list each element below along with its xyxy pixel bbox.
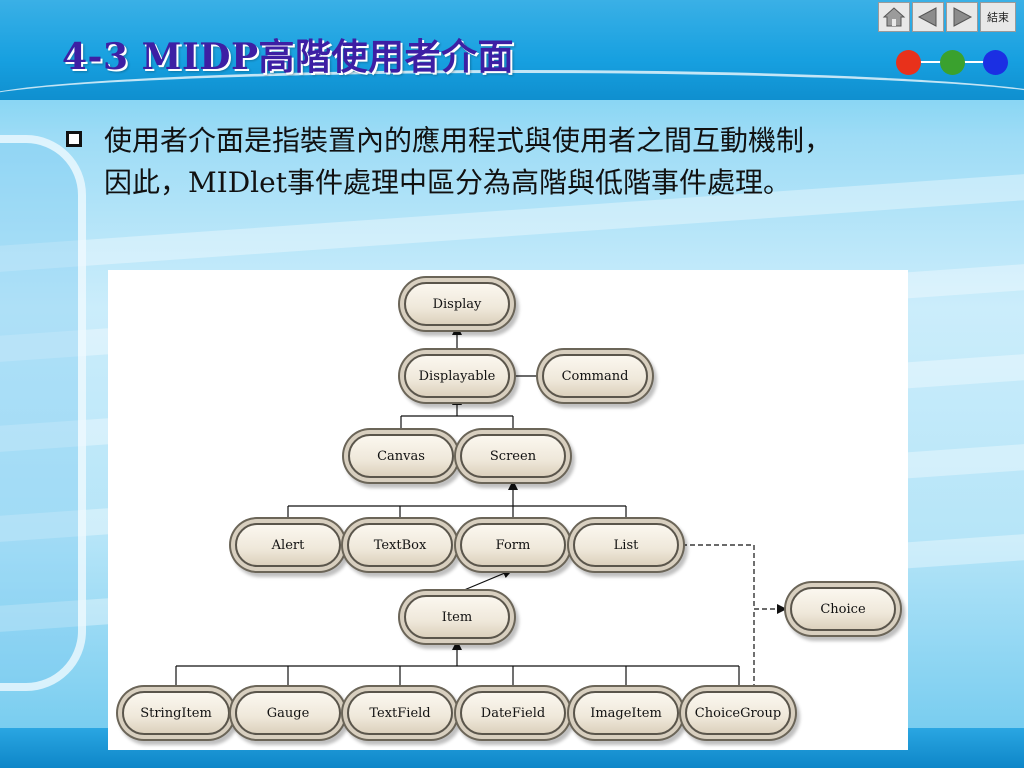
node-textbox: TextBox <box>347 523 453 567</box>
node-datefield: DateField <box>460 691 566 735</box>
node-gauge: Gauge <box>235 691 341 735</box>
title-bar-curve <box>0 70 1024 133</box>
node-command: Command <box>542 354 648 398</box>
dashed-connector-list <box>682 544 755 609</box>
bullet-text: 使用者介面是指裝置內的應用程式與使用者之間互動機制， 因此，MIDlet事件處理… <box>104 120 1004 204</box>
class-hierarchy-diagram: Display Displayable Command Canvas Scree… <box>108 270 908 750</box>
next-button[interactable] <box>946 2 978 32</box>
end-button[interactable]: 結束 <box>980 2 1016 32</box>
node-list: List <box>573 523 679 567</box>
node-item: Item <box>404 595 510 639</box>
node-textfield: TextField <box>347 691 453 735</box>
home-button[interactable] <box>878 2 910 32</box>
left-decorative-arc <box>0 135 86 691</box>
square-bullet-icon <box>66 131 82 147</box>
node-screen: Screen <box>460 434 566 478</box>
node-form: Form <box>460 523 566 567</box>
node-displayable: Displayable <box>404 354 510 398</box>
bullet-line-1: 使用者介面是指裝置內的應用程式與使用者之間互動機制， <box>104 124 833 157</box>
navigation-buttons: 結束 <box>878 2 1016 32</box>
blue-dot <box>983 50 1008 75</box>
node-stringitem: StringItem <box>122 691 230 735</box>
slide-title: 4-3 MIDP高階使用者介面 <box>62 36 515 78</box>
triangle-left-icon <box>917 7 937 27</box>
node-choice: Choice <box>790 587 896 631</box>
green-dot <box>940 50 965 75</box>
previous-button[interactable] <box>912 2 944 32</box>
decorative-dots <box>896 48 1008 78</box>
node-imageitem: ImageItem <box>573 691 679 735</box>
diagram-connectors <box>175 325 787 689</box>
node-canvas: Canvas <box>348 434 454 478</box>
connector-item-form <box>456 568 513 594</box>
bullet-line-2: 因此，MIDlet事件處理中區分為高階與低階事件處理。 <box>104 166 791 199</box>
node-choicegroup: ChoiceGroup <box>685 691 791 735</box>
triangle-right-icon <box>953 7 973 27</box>
node-display: Display <box>404 282 510 326</box>
red-dot <box>896 50 921 75</box>
home-icon <box>882 7 906 27</box>
node-alert: Alert <box>235 523 341 567</box>
